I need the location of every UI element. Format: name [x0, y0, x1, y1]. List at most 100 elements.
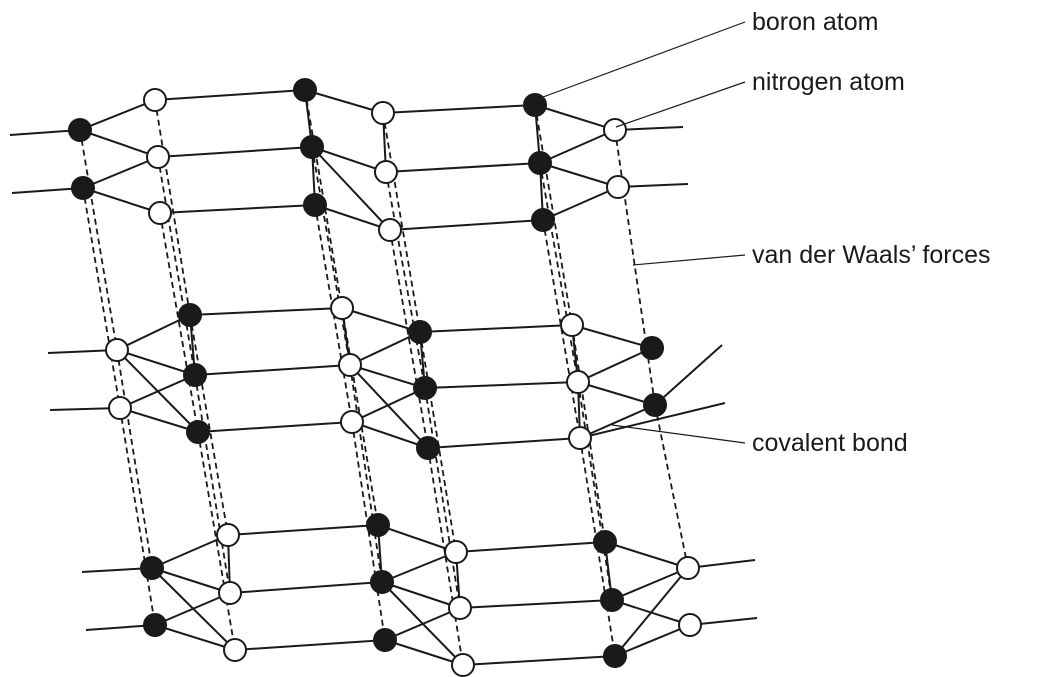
covalent-bond-line — [351, 421, 429, 449]
nitrogen-atom — [566, 370, 590, 394]
covalent-bond-line — [614, 624, 691, 657]
van-der-waals-force-line — [119, 407, 156, 626]
boron-atom-leader-line — [534, 21, 746, 101]
boron-atom — [593, 530, 617, 554]
nitrogen-atom — [146, 145, 170, 169]
covalent-bond-line — [311, 146, 387, 173]
covalent-bond-line — [234, 639, 386, 651]
boron-atom — [640, 336, 664, 360]
covalent-bond-line — [351, 387, 426, 423]
covalent-bond-line — [151, 567, 231, 594]
covalent-bond-line — [419, 324, 573, 333]
covalent-bond-line — [579, 402, 726, 439]
covalent-bond-line — [534, 104, 616, 131]
van-der-waals-force-line — [424, 387, 461, 609]
nitrogen-atom — [603, 118, 627, 142]
covalent-bond-line — [539, 162, 619, 188]
covalent-bond-line — [197, 421, 353, 433]
boron-atom — [183, 363, 207, 387]
covalent-bond-line — [159, 204, 316, 214]
nitrogen-atom — [148, 201, 172, 225]
van-der-waals-force-line — [82, 187, 121, 409]
van-der-waals-force-line — [385, 171, 426, 389]
boron-atom — [178, 303, 202, 327]
van-der-waals-force-line — [189, 314, 229, 536]
covalent-bond-line — [455, 541, 606, 553]
covalent-bond-line — [116, 349, 196, 376]
boron-atom — [416, 436, 440, 460]
covalent-bond-line — [154, 592, 231, 626]
van-der-waals-force-line — [577, 381, 613, 601]
van-der-waals-force-line — [539, 162, 579, 383]
van-der-waals-force-line — [614, 129, 656, 406]
van-der-waals-force-line — [311, 146, 351, 366]
van-der-waals-leader-line — [632, 254, 746, 266]
nitrogen-atom — [143, 88, 167, 112]
covalent-bond-line — [119, 374, 196, 409]
boron-atom — [303, 193, 327, 217]
covalent-bond-line — [424, 381, 579, 389]
covalent-bond-line — [341, 307, 421, 333]
annotation-leaders — [534, 21, 746, 444]
nitrogen-atom — [374, 160, 398, 184]
boron-atom — [71, 176, 95, 200]
covalent-bond-line — [654, 344, 723, 406]
covalent-bond-line — [151, 534, 229, 569]
van-der-waals-force-line — [654, 404, 689, 569]
nitrogen-atom — [108, 396, 132, 420]
covalent-bond-line — [571, 324, 653, 349]
nitrogen-atom — [444, 540, 468, 564]
covalent-bond-line — [311, 146, 391, 231]
boron-atom — [186, 420, 210, 444]
boron-atom — [408, 320, 432, 344]
boron-atom — [68, 118, 92, 142]
boron-atom — [370, 570, 394, 594]
van-der-waals-force-line — [194, 374, 231, 594]
covalent-bond-line — [229, 581, 383, 594]
atoms — [68, 78, 702, 677]
covalent-bond-line — [157, 146, 313, 158]
covalent-bond-line — [189, 307, 343, 316]
covalent-bond-line — [304, 89, 384, 114]
covalent-bond-line — [377, 524, 457, 553]
nitrogen-atom — [371, 101, 395, 125]
covalent-bond-line — [542, 186, 619, 221]
van-der-waals-force-line — [157, 156, 196, 376]
van-der-waals-force-line — [427, 447, 464, 666]
covalent-bond-line — [194, 364, 351, 376]
nitrogen-atom — [676, 556, 700, 580]
covalent-bond-line — [382, 104, 536, 114]
van-der-waals-force-line — [159, 212, 199, 433]
covalent-bond-line — [459, 599, 613, 609]
nitrogen-atom — [560, 313, 584, 337]
boron-atom — [603, 644, 627, 668]
covalent-bond-line — [611, 567, 689, 601]
boron-atom — [643, 393, 667, 417]
covalent-bond-line — [384, 639, 464, 666]
covalent-bond-line — [227, 524, 379, 536]
van-der-waals-force-line — [389, 229, 429, 449]
nitrogen-atom — [678, 613, 702, 637]
covalent-bond-line — [381, 551, 457, 583]
van-der-waals-force-line — [154, 99, 191, 316]
van-der-waals-force-line — [571, 324, 606, 543]
covalent-bond-line — [154, 89, 306, 101]
covalent-bond-line — [79, 129, 159, 158]
covalent-bond-line — [462, 655, 616, 666]
boron-atom — [413, 376, 437, 400]
boron-atom — [531, 208, 555, 232]
covalent-bond-line — [116, 314, 191, 351]
covalent-bond-line — [604, 541, 689, 569]
covalent-bond-line — [579, 404, 656, 439]
covalent-bond-line — [577, 381, 656, 406]
boron-atom — [373, 628, 397, 652]
covalent-bond-line — [577, 347, 653, 383]
boron-atom — [300, 135, 324, 159]
nitrogen-atom — [606, 175, 630, 199]
covalent-bond-line — [614, 567, 689, 657]
nitrogen-atom-leader-line — [615, 81, 746, 128]
covalent-bond-line — [349, 364, 426, 389]
boron-atom — [140, 556, 164, 580]
nitrogen-atom — [216, 523, 240, 547]
